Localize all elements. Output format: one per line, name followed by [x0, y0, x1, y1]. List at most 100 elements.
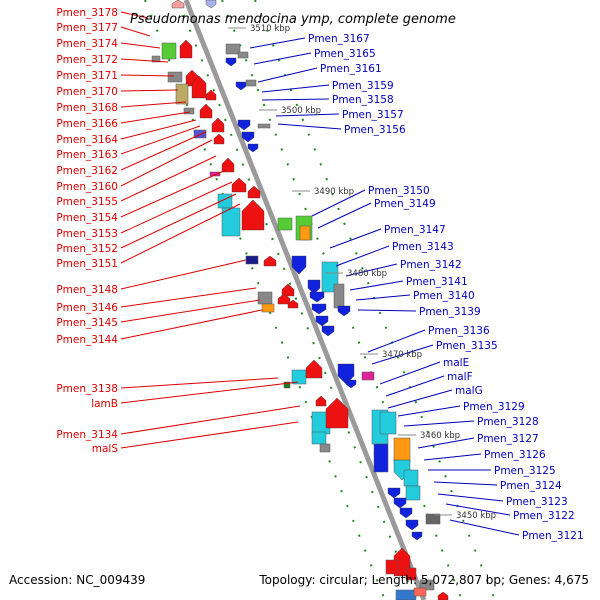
gene-box	[403, 469, 419, 487]
gene-label-Pmen_3164[interactable]: Pmen_3164	[56, 134, 118, 146]
gene-label-Pmen_3172[interactable]: Pmen_3172	[56, 54, 118, 66]
gene-box	[167, 71, 183, 83]
gene-label-Pmen_3154[interactable]: Pmen_3154	[56, 212, 118, 224]
gene-label-Pmen_3122[interactable]: Pmen_3122	[513, 510, 575, 522]
leader-line	[387, 389, 453, 409]
gene-box	[261, 303, 275, 313]
genome-summary-text: Topology: circular; Length: 5,072,807 bp…	[259, 573, 589, 587]
gene-label-Pmen_3142[interactable]: Pmen_3142	[400, 259, 462, 271]
gene-box	[245, 255, 259, 265]
gene-label-Pmen_3152[interactable]: Pmen_3152	[56, 243, 118, 255]
gene-box	[373, 443, 389, 473]
gene-box	[425, 513, 441, 525]
gene-label-Pmen_3149[interactable]: Pmen_3149	[374, 198, 436, 210]
leader-line	[397, 405, 461, 417]
gene-label-Pmen_3171[interactable]: Pmen_3171	[56, 70, 118, 82]
gene-label-malE[interactable]: malE	[443, 357, 469, 369]
gene-label-malG[interactable]: malG	[455, 385, 483, 397]
gene-label-Pmen_3121[interactable]: Pmen_3121	[522, 530, 584, 542]
gene-label-Pmen_3126[interactable]: Pmen_3126	[484, 449, 546, 461]
gene-label-Pmen_3123[interactable]: Pmen_3123	[506, 496, 568, 508]
gene-label-malS[interactable]: malS	[92, 443, 119, 455]
gene-arrow	[241, 199, 265, 231]
gene-label-Pmen_3150[interactable]: Pmen_3150	[368, 185, 430, 197]
leader-line	[367, 329, 426, 353]
gene-label-Pmen_3146[interactable]: Pmen_3146	[56, 302, 118, 314]
gene-label-Pmen_3138[interactable]: Pmen_3138	[56, 383, 118, 395]
gene-label-Pmen_3129[interactable]: Pmen_3129	[463, 401, 525, 413]
gene-label-Pmen_3136[interactable]: Pmen_3136	[428, 325, 490, 337]
gene-arrow	[247, 185, 261, 199]
gene-label-Pmen_3156[interactable]: Pmen_3156	[344, 124, 406, 136]
gene-label-Pmen_3147[interactable]: Pmen_3147	[384, 224, 446, 236]
gene-label-Pmen_3125[interactable]: Pmen_3125	[494, 465, 556, 477]
gene-box	[405, 485, 421, 501]
gene-label-Pmen_3140[interactable]: Pmen_3140	[413, 290, 475, 302]
leader-line	[120, 139, 213, 187]
leader-line	[417, 437, 475, 449]
gene-box	[405, 567, 417, 581]
gene-label-Pmen_3160[interactable]: Pmen_3160	[56, 181, 118, 193]
leader-line	[349, 280, 404, 291]
leader-line	[120, 259, 247, 290]
gene-label-Pmen_3178[interactable]: Pmen_3178	[56, 7, 118, 19]
gene-label-Pmen_3127[interactable]: Pmen_3127	[477, 433, 539, 445]
leader-line	[311, 189, 366, 217]
gene-label-Pmen_3139[interactable]: Pmen_3139	[419, 306, 481, 318]
gene-label-lamB[interactable]: lamB	[91, 398, 118, 410]
gene-label-malF[interactable]: malF	[447, 371, 473, 383]
gene-label-Pmen_3166[interactable]: Pmen_3166	[56, 118, 118, 130]
gene-label-Pmen_3161[interactable]: Pmen_3161	[320, 63, 382, 75]
gene-box	[225, 43, 241, 55]
gene-label-Pmen_3151[interactable]: Pmen_3151	[56, 258, 118, 270]
gene-box	[311, 431, 327, 445]
gene-arrow	[191, 75, 207, 99]
gene-label-Pmen_3128[interactable]: Pmen_3128	[477, 416, 539, 428]
gene-label-Pmen_3162[interactable]: Pmen_3162	[56, 165, 118, 177]
gene-label-Pmen_3170[interactable]: Pmen_3170	[56, 86, 118, 98]
leader-line	[403, 420, 475, 427]
map-title: Pseudomonas mendocina ymp, complete geno…	[130, 12, 456, 27]
gene-label-Pmen_3143[interactable]: Pmen_3143	[392, 241, 454, 253]
gene-label-Pmen_3168[interactable]: Pmen_3168	[56, 102, 118, 114]
leader-line	[120, 74, 175, 77]
gene-label-Pmen_3165[interactable]: Pmen_3165	[314, 48, 376, 60]
gene-label-Pmen_3155[interactable]: Pmen_3155	[56, 196, 118, 208]
leader-line	[433, 481, 498, 486]
gene-arrow	[235, 81, 247, 91]
gene-box	[175, 83, 189, 105]
gene-box	[413, 587, 427, 597]
gene-arrow	[171, 0, 185, 9]
gene-box	[237, 51, 249, 59]
gene-label-Pmen_3157[interactable]: Pmen_3157	[342, 109, 404, 121]
gene-label-Pmen_3145[interactable]: Pmen_3145	[56, 317, 118, 329]
gene-label-Pmen_3148[interactable]: Pmen_3148	[56, 284, 118, 296]
leader-line	[120, 377, 279, 389]
gene-label-Pmen_3159[interactable]: Pmen_3159	[332, 80, 394, 92]
gene-label-Pmen_3153[interactable]: Pmen_3153	[56, 228, 118, 240]
tick-label: 3450 kbp	[456, 511, 496, 521]
gene-arrow	[221, 157, 235, 173]
gene-arrow	[387, 487, 401, 499]
gene-label-Pmen_3134[interactable]: Pmen_3134	[56, 429, 118, 441]
gene-label-Pmen_3163[interactable]: Pmen_3163	[56, 149, 118, 161]
gene-label-Pmen_3158[interactable]: Pmen_3158	[332, 94, 394, 106]
gene-label-Pmen_3144[interactable]: Pmen_3144	[56, 334, 118, 346]
gene-label-Pmen_3124[interactable]: Pmen_3124	[500, 480, 562, 492]
tick-label: 3510 kbp	[250, 24, 290, 34]
gene-label-Pmen_3177[interactable]: Pmen_3177	[56, 22, 118, 34]
gene-label-Pmen_3141[interactable]: Pmen_3141	[406, 276, 468, 288]
gene-box	[393, 437, 411, 463]
gene-label-Pmen_3167[interactable]: Pmen_3167	[308, 33, 370, 45]
gene-arrow	[237, 119, 251, 131]
gene-arrow	[263, 255, 277, 267]
gene-arrow	[287, 299, 299, 309]
gene-arrow	[231, 177, 247, 193]
gene-features	[151, 0, 449, 600]
leader-line	[120, 111, 191, 124]
gene-arrow	[321, 325, 335, 337]
gene-label-Pmen_3174[interactable]: Pmen_3174	[56, 38, 118, 50]
leader-line	[449, 519, 520, 536]
gene-label-Pmen_3135[interactable]: Pmen_3135	[436, 340, 498, 352]
leader-line	[120, 42, 161, 49]
